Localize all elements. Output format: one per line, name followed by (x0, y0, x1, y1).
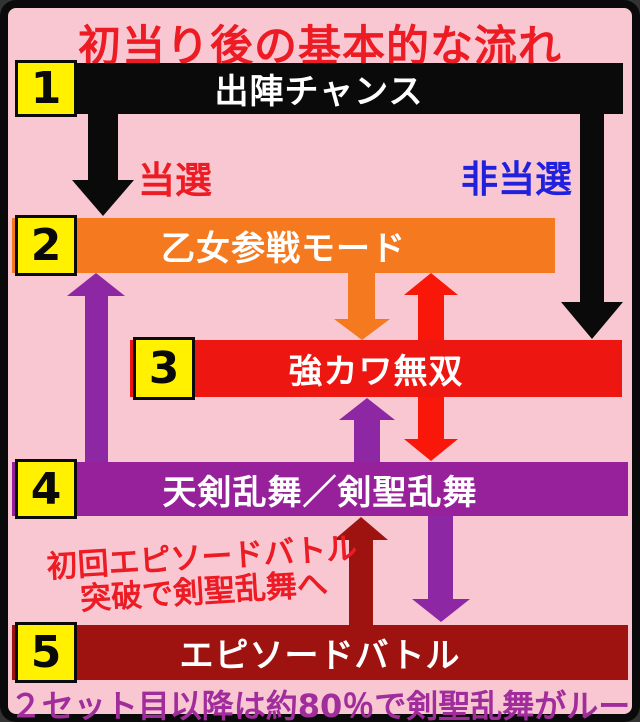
step-bar-3: 強カワ無双 (130, 340, 622, 397)
step-number-3-text: 3 (148, 343, 180, 394)
step-bar-2: 乙女参戦モード (12, 218, 555, 273)
step-label-3: 強カワ無双 (288, 352, 464, 392)
step-bar-4: 天剣乱舞／剣聖乱舞 (12, 462, 628, 516)
step-number-1: 1 (15, 60, 77, 117)
step-label-2: 乙女参戦モード (161, 229, 406, 269)
win-label: 当選 (138, 159, 212, 202)
lose-label: 非当選 (461, 158, 572, 201)
footer-note: ２セット目以降は約80％で剣聖乱舞がループ！ (9, 687, 631, 722)
step-number-5-text: 5 (30, 627, 62, 678)
step-number-4-text: 4 (30, 463, 62, 515)
step-bar-5: エピソードバトル (12, 625, 628, 680)
diagram-canvas: 初当り後の基本的な流れ (8, 8, 632, 722)
step-label-5: エピソードバトル (179, 636, 461, 676)
step-number-2: 2 (15, 215, 77, 276)
step-number-5: 5 (15, 622, 77, 683)
step-number-3: 3 (133, 337, 195, 400)
step-number-4: 4 (15, 459, 77, 519)
step-label-4: 天剣乱舞／剣聖乱舞 (162, 472, 478, 513)
episode-note: 初回エピソードバトル 突破で剣聖乱舞へ (36, 531, 370, 619)
step-number-2-text: 2 (30, 220, 62, 271)
step-bar-1: 出陣チャンス (15, 63, 623, 114)
step-label-1: 出陣チャンス (214, 72, 424, 112)
step-number-1-text: 1 (30, 63, 62, 114)
